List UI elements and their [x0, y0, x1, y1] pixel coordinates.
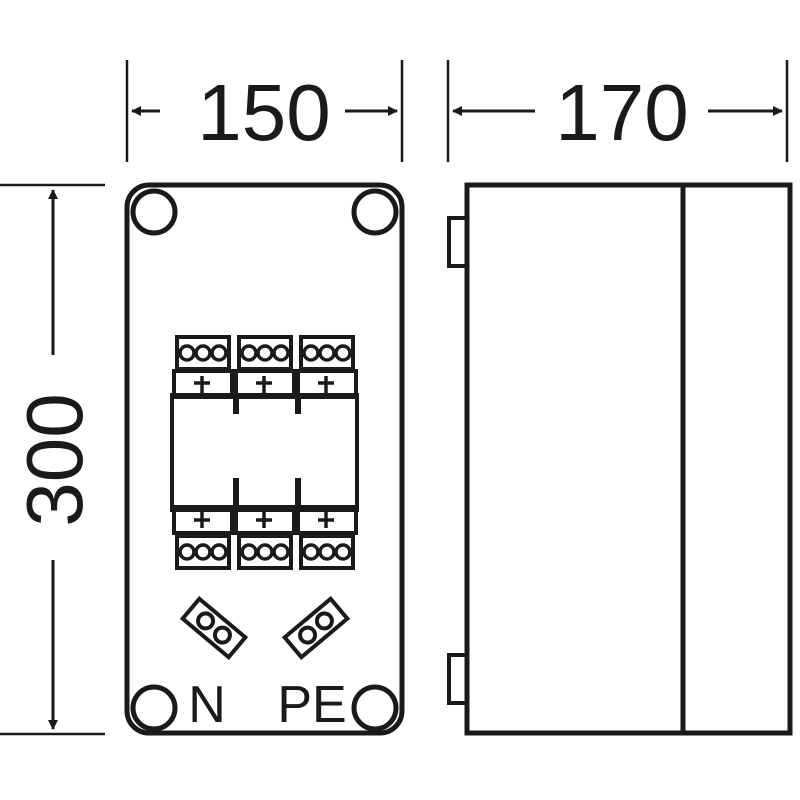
three-pole-switch: [170, 335, 359, 570]
pole-top-screw: [240, 344, 258, 362]
pole-top-screw: [318, 344, 336, 362]
earth-terminal-screw: [298, 625, 318, 645]
pole-top-screw: [334, 344, 352, 362]
pole-bottom-clamp-mark: [194, 511, 210, 528]
pole-bottom-screw: [240, 543, 258, 561]
pole-top-terminal-block: [237, 335, 293, 371]
enclosure-front-outline: [124, 182, 405, 736]
width-dimension: 150: [125, 60, 404, 162]
pole-top-screw: [256, 344, 274, 362]
pole-top-clamp: [234, 369, 296, 399]
depth-label: 170: [555, 68, 688, 157]
pole-bottom-clamp: [234, 505, 296, 535]
pole-top-screw: [302, 344, 320, 362]
pole-bottom-terminal-block: [299, 534, 355, 570]
pole-bottom-screw: [178, 543, 196, 561]
pole-bottom-screw: [318, 543, 336, 561]
depth-dimension: 170: [446, 60, 789, 162]
pole-bottom-terminal-block: [175, 534, 231, 570]
earth-terminal: [281, 595, 351, 661]
neutral-label: N: [188, 676, 226, 734]
earth-terminal-screw: [314, 611, 334, 631]
mounting-hole-top-right: [351, 188, 399, 236]
earth-terminal-block: [281, 595, 351, 661]
pole-top-screw: [194, 344, 212, 362]
pole-top-clamp-mark: [256, 376, 272, 394]
hinge-top: [447, 216, 469, 268]
neutral-terminal-screw: [212, 625, 232, 645]
pole-bottom-clamp: [296, 505, 358, 535]
mounting-hole-bottom-right: [351, 684, 399, 732]
pole-bottom-screw: [302, 543, 320, 561]
pole-bottom-clamp-mark: [318, 511, 334, 528]
pole-top-clamp-mark: [194, 376, 210, 394]
front-view: N PE: [124, 182, 405, 736]
pole-bottom-screw: [256, 543, 274, 561]
height-dimension: 300: [0, 183, 105, 736]
mounting-hole-top-left: [130, 188, 178, 236]
enclosure-side-outline: [464, 182, 793, 736]
pole-top-clamp: [296, 369, 358, 399]
width-label: 150: [197, 68, 330, 157]
height-label: 300: [10, 393, 99, 526]
pole-bottom-clamp: [172, 505, 234, 535]
neutral-terminal: [179, 595, 249, 661]
pole-top-screw: [210, 344, 228, 362]
pole-top-screw: [272, 344, 290, 362]
pole-bottom-screw: [210, 543, 228, 561]
pole-top-clamp: [172, 369, 234, 399]
pole-bottom-screw: [272, 543, 290, 561]
pole-bottom-terminal-block: [237, 534, 293, 570]
pole-top-terminal-block: [175, 335, 231, 371]
side-view: [447, 182, 793, 736]
pole-bottom-clamp-mark: [256, 511, 272, 528]
mounting-hole-bottom-left: [130, 684, 178, 732]
hinge-bottom: [447, 653, 469, 705]
pole-top-terminal-block: [299, 335, 355, 371]
neutral-terminal-screw: [196, 611, 216, 631]
neutral-terminal-block: [179, 595, 249, 661]
pole-top-clamp-mark: [318, 376, 334, 394]
switch-body: [170, 393, 359, 512]
pole-bottom-screw: [334, 543, 352, 561]
earth-label: PE: [277, 676, 346, 734]
pole-bottom-screw: [194, 543, 212, 561]
pole-top-screw: [178, 344, 196, 362]
